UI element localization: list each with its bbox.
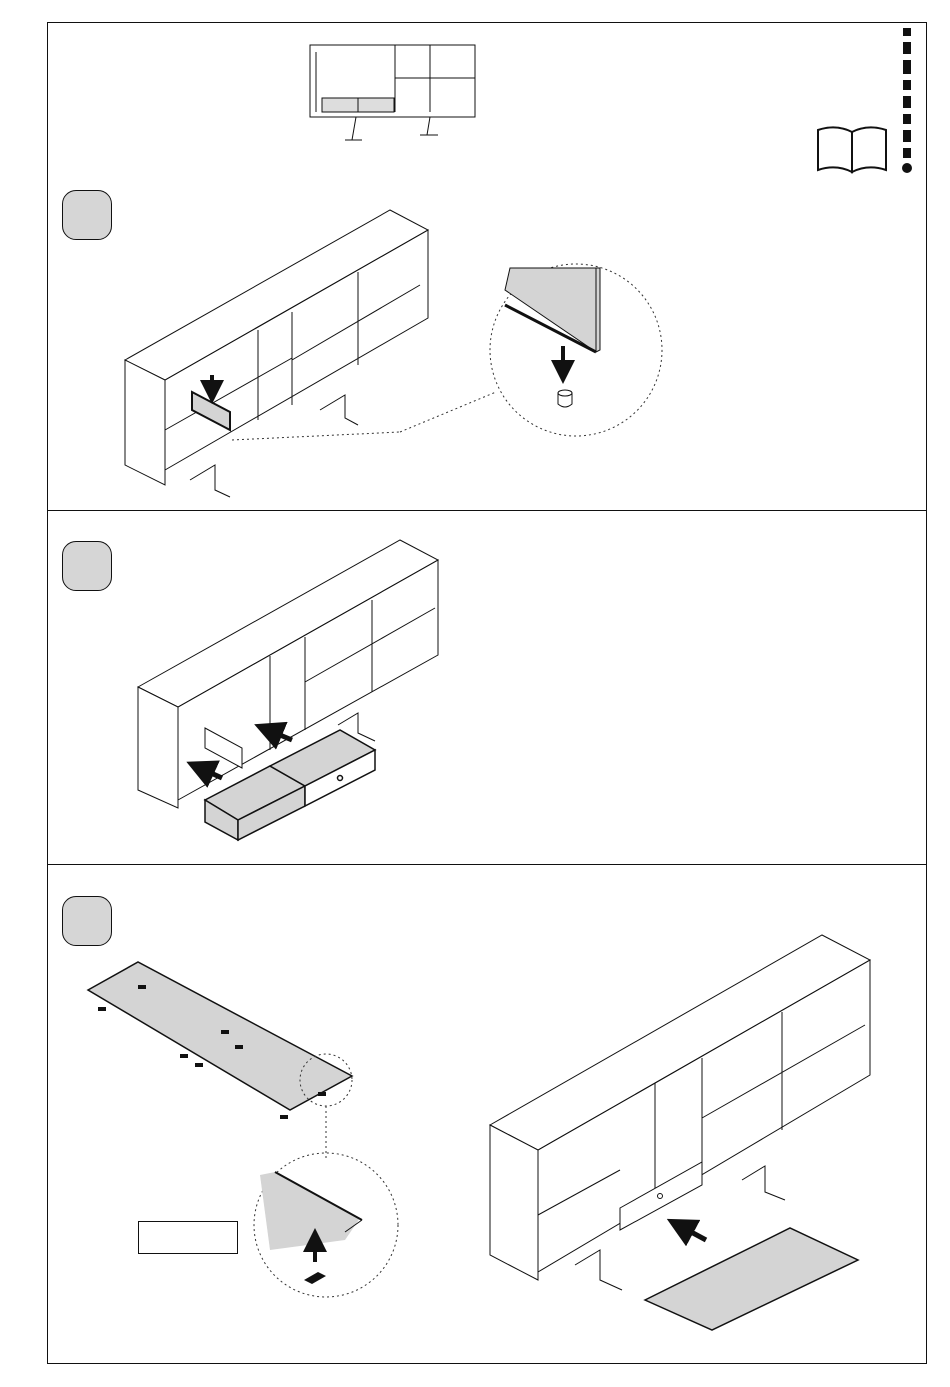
brand-logo-vertical — [902, 28, 912, 173]
overview-furniture-illustration — [310, 45, 475, 140]
step3-top-panel-placed — [645, 1228, 858, 1330]
step2-arrow-left — [200, 768, 222, 778]
step3-arrow — [680, 1226, 706, 1240]
step2-arrow-right — [268, 730, 292, 740]
open-book-icon — [818, 127, 886, 172]
step1-furniture — [125, 210, 428, 497]
step3-furniture — [490, 935, 870, 1290]
step3-top-panel — [88, 962, 352, 1119]
